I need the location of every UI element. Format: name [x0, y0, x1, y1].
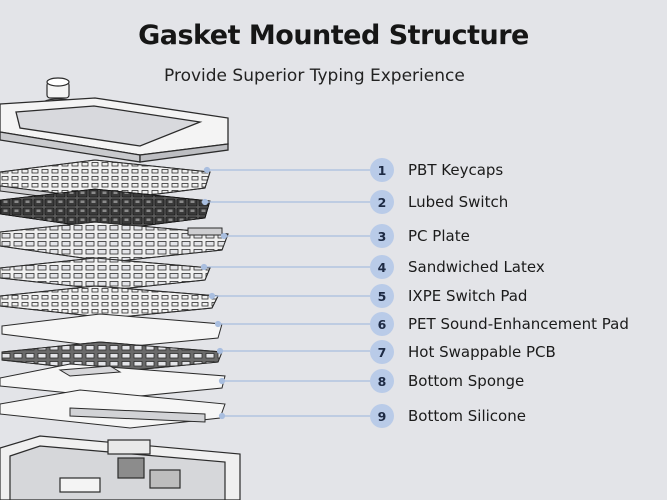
layer-number-badge: 8 — [370, 369, 394, 393]
layer-label-latex: Sandwiched Latex — [408, 258, 545, 276]
layer-number-badge: 3 — [370, 224, 394, 248]
pet-pad-layer — [1, 313, 223, 349]
pcb-layer — [1, 341, 223, 373]
layer-number-badge: 2 — [370, 190, 394, 214]
latex-layer — [0, 257, 211, 291]
layer-number-badge: 5 — [370, 284, 394, 308]
layer-label-pet-pad: PET Sound-Enhancement Pad — [408, 315, 629, 333]
layer-label-bottom-sponge: Bottom Sponge — [408, 372, 525, 390]
bottom-sponge-layer — [0, 363, 226, 399]
layer-number-badge: 9 — [370, 404, 394, 428]
diagram-subtitle: Provide Superior Typing Experience — [164, 66, 465, 86]
layer-number-badge: 1 — [370, 158, 394, 182]
layer-number-badge: 6 — [370, 312, 394, 336]
switches-layer — [0, 188, 211, 231]
layer-label-ixpe-pad: IXPE Switch Pad — [408, 287, 528, 305]
top-case — [0, 97, 229, 163]
layer-label-plate: PC Plate — [408, 227, 470, 245]
bottom-case — [0, 435, 241, 500]
layer-number-badge: 7 — [370, 340, 394, 364]
layer-label-keycaps: PBT Keycaps — [408, 161, 504, 179]
diagram-title: Gasket Mounted Structure — [138, 20, 529, 51]
ixpe-pad-layer — [0, 285, 219, 319]
layer-label-switch: Lubed Switch — [408, 193, 509, 211]
layer-label-pcb: Hot Swappable PCB — [408, 343, 556, 361]
leader-lines — [200, 166, 370, 420]
layer-label-bottom-silicone: Bottom Silicone — [408, 407, 526, 425]
plate-layer — [0, 221, 229, 263]
layer-number-badge: 4 — [370, 255, 394, 279]
bottom-silicone-layer — [0, 389, 226, 429]
